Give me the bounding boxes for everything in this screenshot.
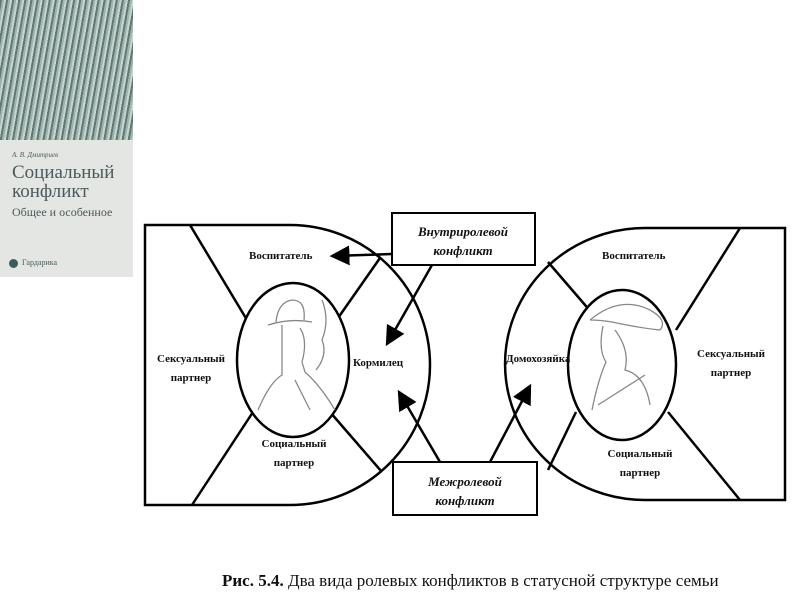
figure-caption-text: Два вида ролевых конфликтов в статусной … [283, 571, 719, 590]
book-title: Социальный конфликт [12, 163, 114, 201]
arrow-to-left-educator [329, 245, 393, 266]
woman-portrait-frame [566, 288, 678, 442]
interrole-conflict-box [392, 461, 538, 516]
book-title-line1: Социальный [12, 162, 115, 183]
intrarole-conflict-box [391, 212, 536, 266]
left-sexual-line1: Сексуальный [157, 353, 226, 365]
book-author: А. В. Дмитриев [12, 151, 59, 159]
book-title-line2: конфликт [12, 181, 89, 202]
intrarole-label-line2: конфликт [433, 243, 492, 258]
right-social-line1: Социальный [608, 448, 674, 460]
book-subtitle: Общее и особенное [12, 205, 113, 219]
figure-number: Рис. 5.4. [222, 571, 284, 590]
arrow-to-breadwinner-top [385, 264, 434, 347]
left-role-shape [143, 223, 432, 507]
figure-caption: Рис. 5.4. Два вида ролевых конфликтов в … [222, 571, 719, 591]
book-cover: А. В. Дмитриев Социальный конфликт Общее… [0, 0, 133, 277]
right-educator-label: Воспитатель [602, 250, 666, 262]
publisher-logo-icon [9, 259, 18, 268]
right-sexual-line2: партнер [711, 367, 752, 379]
breadwinner-label: Кормилец [353, 357, 404, 369]
right-sexual-line1: Сексуальный [697, 348, 766, 360]
man-silhouette-icon [257, 299, 336, 411]
left-social-line1: Социальный [262, 438, 328, 450]
left-sexual-line2: партнер [171, 372, 212, 384]
cover-illustration [0, 0, 133, 140]
housewife-label: Домохозяйка [506, 353, 571, 365]
woman-silhouette-icon [589, 303, 664, 411]
man-portrait-frame [235, 281, 351, 439]
left-social-line2: партнер [274, 457, 315, 469]
intrarole-label-line1: Внутриролевой [417, 224, 508, 239]
right-role-shape [503, 226, 787, 502]
left-educator-label: Воспитатель [249, 250, 313, 262]
arrow-to-breadwinner-bottom [397, 389, 442, 463]
interrole-label-line1: Межролевой [427, 474, 502, 489]
arrow-to-housewife [488, 383, 532, 463]
publisher-name: Гардарика [22, 258, 58, 267]
interrole-label-line2: конфликт [435, 493, 494, 508]
right-social-line2: партнер [620, 467, 661, 479]
